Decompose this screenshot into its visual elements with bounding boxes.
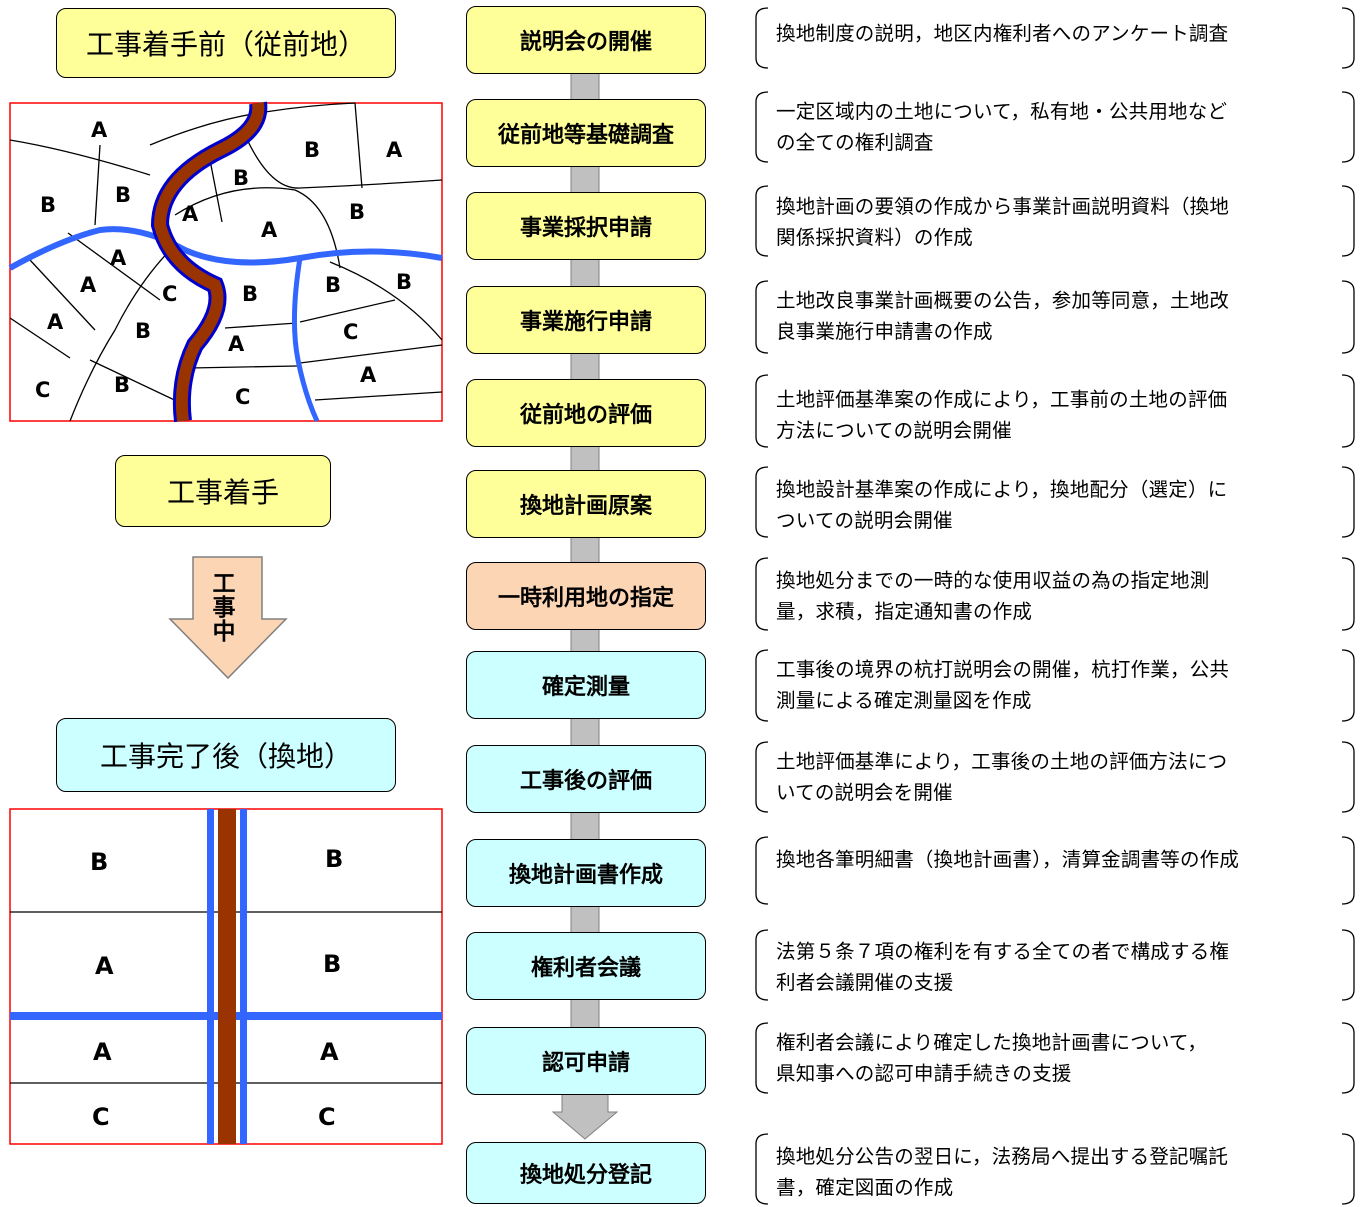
start-title: 工事着手	[115, 455, 331, 527]
step-box: 一時利用地の指定	[466, 562, 706, 630]
step-box: 権利者会議	[466, 932, 706, 1000]
step-box: 工事後の評価	[466, 745, 706, 813]
map-label: C	[162, 282, 178, 306]
step-description: 法第５条７項の権利を有する全ての者で構成する権 利者会議開催の支援	[776, 940, 1230, 994]
map-label: A	[91, 118, 108, 142]
map-label: A	[93, 1038, 112, 1066]
step-description: 土地評価基準により，工事後の土地の評価方法につ いての説明会を開催	[776, 750, 1228, 804]
final-step-arrow	[551, 1091, 619, 1140]
map-label: B	[242, 282, 259, 306]
before-canal-branch	[291, 257, 320, 423]
step-box: 換地計画書作成	[466, 839, 706, 907]
map-label: B	[115, 183, 132, 207]
step-box: 事業採択申請	[466, 192, 706, 260]
map-label: A	[261, 218, 278, 242]
map-label: B	[323, 950, 342, 978]
construction-arrow	[168, 556, 288, 680]
step-box: 事業施行申請	[466, 286, 706, 354]
step-description: 換地制度の説明，地区内権利者へのアンケート調査	[776, 22, 1229, 45]
step-box: 従前地等基礎調査	[466, 99, 706, 167]
step-box: 説明会の開催	[466, 6, 706, 74]
step-description: 換地処分までの一時的な使用収益の為の指定地測 量，求積，指定通知書の作成	[776, 569, 1210, 623]
step-description: 換地処分公告の翌日に，法務局へ提出する登記嘱託 書，確定図面の作成	[776, 1145, 1229, 1199]
map-label: A	[80, 273, 97, 297]
map-label: A	[95, 952, 114, 980]
map-label: C	[35, 378, 51, 402]
step-description: 換地各筆明細書（換地計画書），清算金調書等の作成	[776, 848, 1240, 871]
step-box: 認可申請	[466, 1027, 706, 1095]
map-label: B	[325, 845, 344, 873]
construction-arrow-label: 工 事 中	[212, 571, 236, 645]
step-description: 一定区域内の土地について，私有地・公共用地など の全ての権利調査	[776, 100, 1228, 154]
step-description: 工事後の境界の杭打説明会の開催，杭打作業，公共 測量による確定測量図を作成	[776, 658, 1230, 712]
map-label: B	[304, 138, 321, 162]
map-label: B	[40, 193, 57, 217]
step-description: 土地評価基準案の作成により，工事前の土地の評価 方法についての説明会開催	[776, 388, 1228, 442]
before-canal	[8, 226, 443, 271]
map-label: B	[325, 273, 342, 297]
after-title: 工事完了後（換地）	[56, 718, 396, 792]
map-label: C	[343, 320, 359, 344]
map-label: B	[135, 319, 152, 343]
map-label: C	[318, 1103, 336, 1131]
map-label: A	[228, 332, 245, 356]
step-description: 換地計画の要領の作成から事業計画説明資料（換地 関係採択資料）の作成	[776, 195, 1230, 249]
map-label: A	[386, 138, 403, 162]
map-label: A	[182, 202, 199, 226]
before-river	[153, 102, 265, 422]
step-box: 確定測量	[466, 651, 706, 719]
map-label: B	[396, 270, 413, 294]
step-description: 土地改良事業計画概要の公告，参加等同意，土地改 良事業施行申請書の作成	[776, 289, 1230, 343]
step-box: 換地処分登記	[466, 1142, 706, 1204]
map-label: C	[92, 1103, 110, 1131]
map-label: A	[320, 1038, 339, 1066]
before-title: 工事着手前（従前地）	[56, 8, 396, 78]
map-label: A	[110, 246, 127, 270]
step-box: 従前地の評価	[466, 379, 706, 447]
step-description: 権利者会議により確定した換地計画書について， 県知事への認可申請手続きの支援	[776, 1031, 1208, 1085]
after-map	[9, 808, 443, 1145]
map-label: A	[47, 310, 64, 334]
map-label: B	[349, 200, 366, 224]
map-label: B	[233, 166, 250, 190]
step-description: 換地設計基準案の作成により，換地配分（選定）に ついての説明会開催	[776, 478, 1228, 532]
map-label: C	[235, 385, 251, 409]
map-label: B	[114, 373, 131, 397]
map-label: A	[360, 363, 377, 387]
map-label: B	[90, 848, 109, 876]
step-box: 換地計画原案	[466, 470, 706, 538]
